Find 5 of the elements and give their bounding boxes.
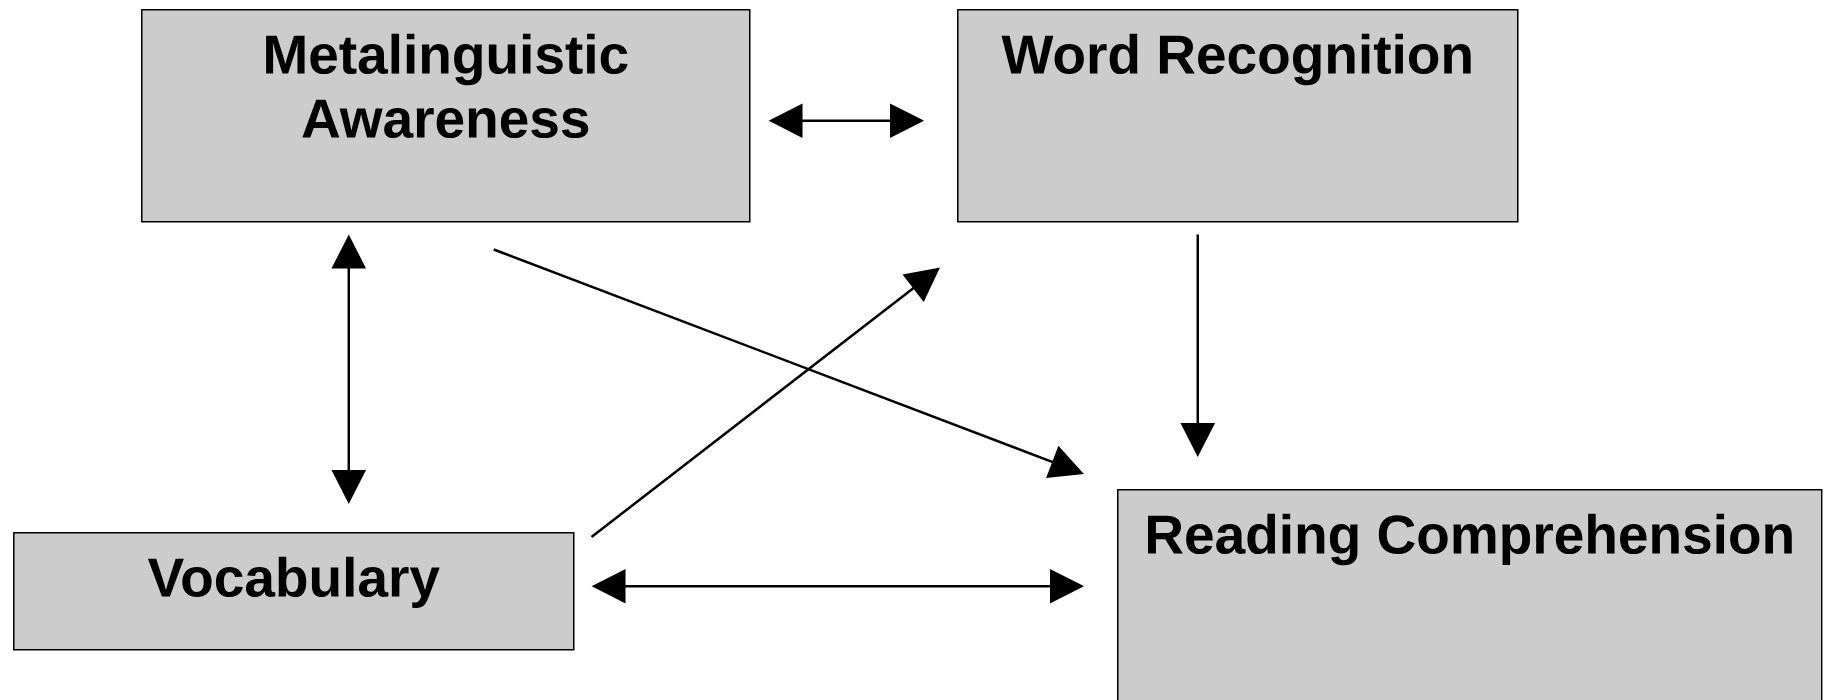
box: Vocabulary <box>13 532 575 651</box>
box: Word Recognition <box>957 9 1519 223</box>
arrow <box>590 267 940 538</box>
box: Metalinguistic Awareness <box>141 9 751 223</box>
box: Reading Comprehension <box>1117 489 1823 700</box>
